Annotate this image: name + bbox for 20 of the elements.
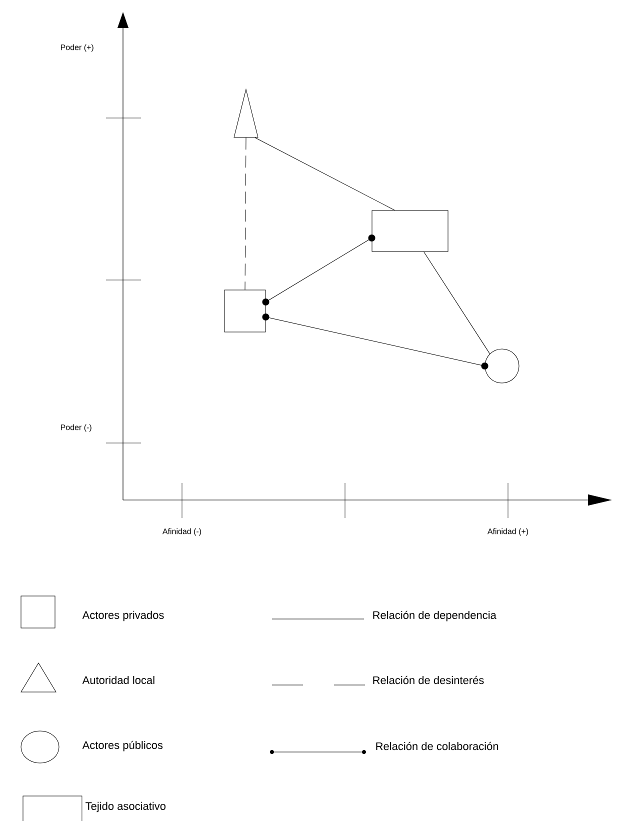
legend-text: Actores públicos [82, 740, 163, 752]
legend-text: Actores privados [82, 610, 164, 622]
rectangle-symbol [372, 210, 448, 252]
axis-label: Afinidad (+) [487, 528, 528, 536]
rectangle-symbol [224, 290, 266, 332]
legend-text: Autoridad local [82, 676, 154, 684]
triangle-symbol [234, 89, 258, 138]
axis-label: Poder (-) [60, 424, 92, 432]
connector-line [244, 137, 246, 290]
connector-line [262, 234, 376, 306]
connector-line [262, 314, 488, 370]
legend-text: Relación de colaboración [376, 742, 498, 750]
legend-text: Relación de dependencia [373, 610, 496, 622]
legend-text: Relación de desinterés [373, 676, 484, 684]
circle-symbol [484, 348, 520, 384]
connector-line [254, 137, 395, 210]
connector-line [424, 252, 490, 354]
legend-text: Tejido asociativo [86, 802, 166, 812]
axis-label: Poder (+) [60, 44, 94, 52]
axis-label: Afinidad (-) [162, 528, 202, 536]
